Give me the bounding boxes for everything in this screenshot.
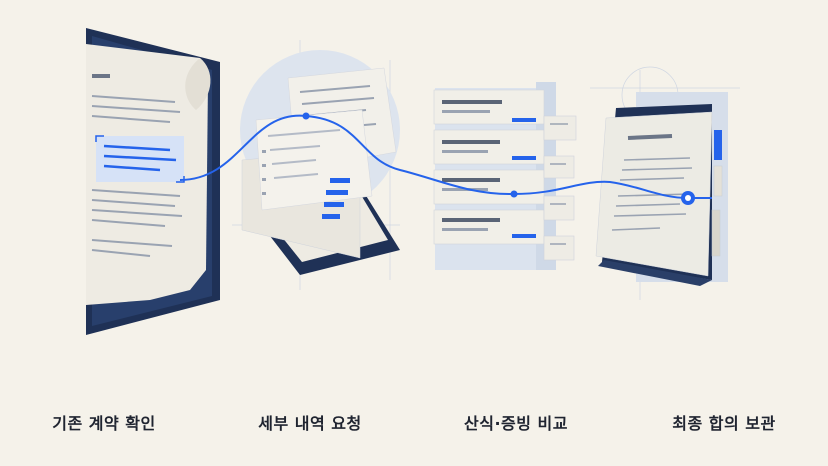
binder-folder-icon xyxy=(595,92,728,286)
document-highlight-icon xyxy=(86,28,220,335)
comparison-cards-icon xyxy=(433,82,577,270)
flow-node-2 xyxy=(302,112,310,120)
step-label-4: 최종 합의 보관 xyxy=(672,414,776,433)
flow-connector-line xyxy=(179,114,712,199)
stacked-documents-icon xyxy=(240,50,400,275)
step-label-1: 기존 계약 확인 xyxy=(52,414,156,433)
flow-node-3 xyxy=(510,190,518,198)
step-label-3: 산식·증빙 비교 xyxy=(464,414,568,433)
step-label-2: 세부 내역 요청 xyxy=(258,414,362,433)
